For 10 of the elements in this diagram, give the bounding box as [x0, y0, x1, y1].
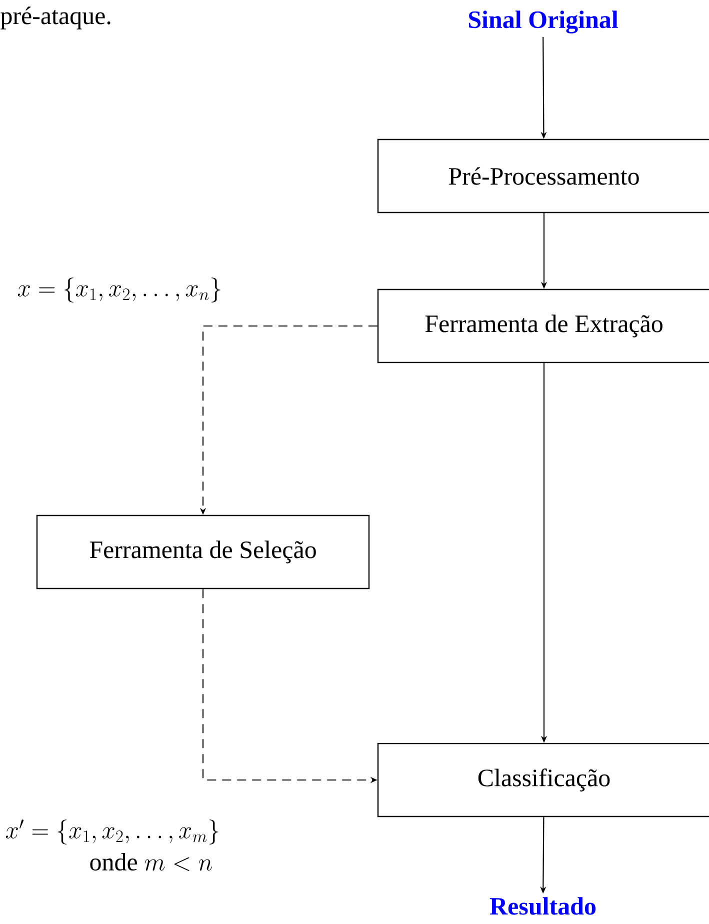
formula-label: $x' = \{x_1, x_2, \ldots, x_m\}$ [6, 820, 218, 844]
process-box: Pré-Processamento [377, 138, 709, 214]
process-box: Ferramenta de Seleção [36, 514, 370, 590]
note-text: pré-ataque. [0, 6, 110, 30]
process-box: Ferramenta de Extração [377, 288, 709, 364]
terminal-label: Resultado [490, 897, 596, 915]
formula-label: $\mathrm{onde}\ m < n$ [90, 853, 212, 872]
process-box: Classificação [377, 742, 709, 818]
terminal-label: Sinal Original [468, 10, 618, 34]
formula-label: $x = \{x_1, x_2, \ldots, x_n\}$ [18, 278, 220, 302]
